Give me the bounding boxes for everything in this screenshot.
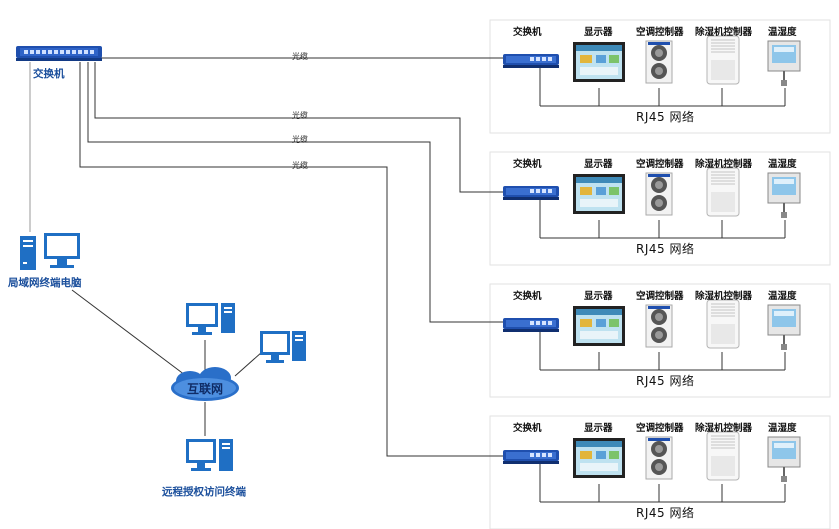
- site-3-device-label-5: 温湿度: [768, 291, 797, 302]
- site-4-device-label-3: 空调控制器: [636, 423, 684, 434]
- site-3-device-label-3: 空调控制器: [636, 291, 684, 302]
- site-2-device-label-4: 除湿机控制器: [695, 159, 753, 170]
- fiber-label-1: 光缆: [292, 52, 308, 61]
- site-dehumidifier-icon-4: [706, 431, 740, 481]
- site-3-device-label-1: 交换机: [513, 291, 542, 302]
- site-switch-icon-2: [503, 186, 559, 200]
- site-dehumidifier-icon-3: [706, 299, 740, 349]
- site-switch-icon-3: [503, 318, 559, 332]
- pc-icon-top: [186, 303, 235, 335]
- site-ac-unit-icon-2: [645, 172, 673, 216]
- site-1-device-label-2: 显示器: [584, 27, 613, 38]
- fiber-cable-3: [87, 62, 505, 323]
- site-1-device-label-3: 空调控制器: [636, 27, 684, 38]
- site-2-rj45-label: RJ45 网络: [636, 242, 695, 256]
- site-rj45-bus-2: [539, 200, 786, 239]
- site-rj45-bus-4: [539, 464, 786, 503]
- site-rj45-bus-3: [539, 332, 786, 371]
- internet-label: 互联网: [187, 382, 224, 396]
- site-dehumidifier-icon-1: [706, 35, 740, 85]
- site-temp-humidity-icon-3: [767, 304, 801, 350]
- site-temp-humidity-icon-4: [767, 436, 801, 482]
- site-1-device-label-5: 温湿度: [768, 27, 797, 38]
- site-4-device-label-2: 显示器: [584, 423, 613, 434]
- pc-right-internet-cable: [234, 351, 263, 377]
- site-3-rj45-label: RJ45 网络: [636, 374, 695, 388]
- site-2-device-label-3: 空调控制器: [636, 159, 684, 170]
- site-1-device-label-1: 交换机: [513, 27, 542, 38]
- site-ac-unit-icon-1: [645, 40, 673, 84]
- fiber-cable-4: [79, 62, 505, 457]
- site-monitor-icon-3: [573, 306, 625, 346]
- fiber-label-4: 光缆: [292, 161, 308, 170]
- lan-pc-label: 局域网终端电脑: [8, 277, 82, 289]
- core-switch: [16, 46, 102, 61]
- internet-cloud-icon: [171, 367, 239, 401]
- site-ac-unit-icon-4: [645, 436, 673, 480]
- site-switch-icon-1: [503, 54, 559, 68]
- pc-icon-right: [260, 331, 306, 363]
- site-temp-humidity-icon-1: [767, 40, 801, 86]
- remote-pc-icon: [186, 439, 233, 471]
- site-1-device-label-4: 除湿机控制器: [695, 27, 753, 38]
- site-2-device-label-1: 交换机: [513, 159, 542, 170]
- site-switch-icon-4: [503, 450, 559, 464]
- site-4-device-label-5: 温湿度: [768, 423, 797, 434]
- site-3-device-label-4: 除湿机控制器: [695, 291, 753, 302]
- site-temp-humidity-icon-2: [767, 172, 801, 218]
- site-monitor-icon-4: [573, 438, 625, 478]
- site-monitor-icon-1: [573, 42, 625, 82]
- site-monitor-icon-2: [573, 174, 625, 214]
- site-4-device-label-1: 交换机: [513, 423, 542, 434]
- fiber-label-3: 光缆: [292, 135, 308, 144]
- fiber-cable-2: [94, 62, 505, 193]
- site-4-device-label-4: 除湿机控制器: [695, 423, 753, 434]
- site-rj45-bus-1: [539, 68, 786, 107]
- site-2-device-label-2: 显示器: [584, 159, 613, 170]
- site-ac-unit-icon-3: [645, 304, 673, 348]
- lan-pc-icon: [20, 233, 80, 270]
- remote-terminal-label: 远程授权访问终端: [162, 486, 246, 498]
- site-4-rj45-label: RJ45 网络: [636, 506, 695, 520]
- fiber-label-2: 光缆: [292, 111, 308, 120]
- site-2-device-label-5: 温湿度: [768, 159, 797, 170]
- core-switch-label: 交换机: [33, 68, 65, 80]
- lan-internet-cable: [71, 289, 186, 376]
- site-3-device-label-2: 显示器: [584, 291, 613, 302]
- site-dehumidifier-icon-2: [706, 167, 740, 217]
- site-1-rj45-label: RJ45 网络: [636, 110, 695, 124]
